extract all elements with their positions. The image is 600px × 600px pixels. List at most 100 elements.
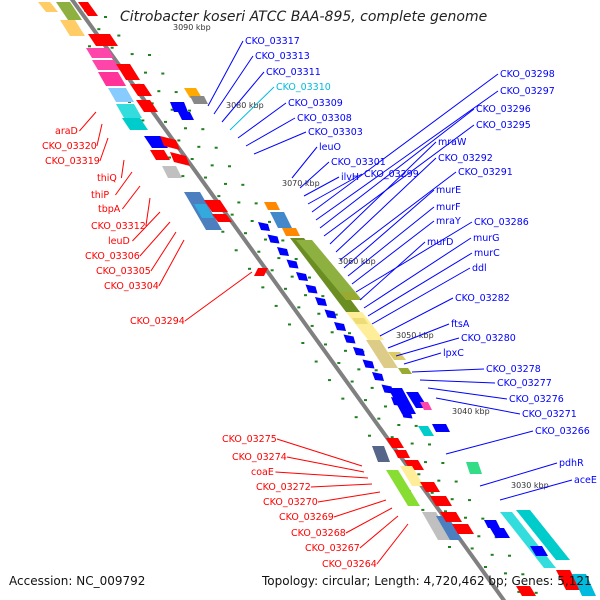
gc-dot [110, 46, 114, 49]
gc-dot [468, 499, 471, 502]
gc-dot [308, 276, 311, 279]
gene-label[interactable]: aceE [574, 475, 597, 486]
label-leader-line [315, 90, 499, 221]
gene-label[interactable]: CKO_03298 [500, 69, 555, 80]
gc-dot [337, 362, 341, 364]
label-leader-line [132, 211, 161, 242]
gc-dot [294, 258, 298, 260]
gene-feature [334, 322, 346, 331]
gene-feature [422, 512, 452, 540]
gc-dot [377, 417, 381, 420]
gene-label[interactable]: CKO_03304 [104, 281, 159, 292]
gc-dot [421, 508, 425, 511]
gene-label[interactable]: CKO_03264 [322, 559, 377, 570]
gene-feature [136, 100, 158, 112]
gene-label[interactable]: CKO_03277 [497, 378, 552, 389]
gene-label[interactable]: murD [427, 237, 454, 248]
gene-feature [324, 309, 337, 319]
gc-dot [341, 397, 345, 400]
gene-feature [122, 118, 148, 130]
gene-label[interactable]: CKO_03268 [291, 528, 346, 539]
gene-label[interactable]: araD [55, 126, 78, 137]
gene-label[interactable]: thiP [91, 190, 109, 201]
label-leader-line [213, 55, 254, 115]
label-leader-line [286, 456, 365, 473]
gene-feature [56, 2, 82, 20]
label-leader-line [363, 237, 472, 309]
gc-dot [437, 479, 441, 482]
gene-label[interactable]: CKO_03305 [96, 266, 151, 277]
gene-label[interactable]: murG [473, 233, 500, 244]
gene-label[interactable]: CKO_03272 [256, 482, 311, 493]
gene-label[interactable]: CKO_03276 [509, 394, 564, 405]
gene-label[interactable]: CKO_03266 [535, 426, 590, 437]
gene-label[interactable]: lpxC [443, 348, 464, 359]
gene-label[interactable]: CKO_03311 [266, 67, 321, 78]
gene-label[interactable]: CKO_03269 [279, 512, 334, 523]
gene-feature [162, 166, 182, 178]
gene-label[interactable]: CKO_03310 [276, 82, 331, 93]
gene-label[interactable]: CKO_03295 [476, 120, 531, 131]
label-leader-line [395, 337, 460, 357]
gene-feature [130, 84, 152, 96]
gene-label[interactable]: CKO_03294 [130, 316, 185, 327]
gene-label[interactable]: CKO_03297 [500, 86, 555, 97]
gene-feature [86, 48, 114, 58]
gene-label[interactable]: CKO_03291 [458, 167, 513, 178]
gene-label[interactable]: thiQ [97, 173, 117, 184]
gene-label[interactable]: CKO_03306 [85, 251, 140, 262]
gene-tracks [38, 0, 596, 600]
gene-label[interactable]: CKO_03286 [474, 217, 529, 228]
gene-feature [277, 247, 289, 256]
gene-label[interactable]: murC [474, 248, 500, 259]
gene-label[interactable]: CKO_03292 [438, 153, 493, 164]
gene-label[interactable]: CKO_03309 [288, 98, 343, 109]
gene-label[interactable]: murE [436, 185, 461, 196]
gene-label[interactable]: murF [436, 202, 461, 213]
gene-label[interactable]: CKO_03299 [364, 169, 419, 180]
gene-label[interactable]: CKO_03271 [522, 409, 577, 420]
gc-dot [324, 343, 327, 346]
gene-label[interactable]: mraY [436, 216, 461, 227]
gene-feature [98, 72, 126, 86]
gene-label[interactable]: ilvH [341, 172, 359, 183]
gene-label[interactable]: CKO_03320 [42, 141, 97, 152]
gene-label[interactable]: coaE [251, 467, 274, 478]
gene-label[interactable]: mraW [438, 137, 467, 148]
gene-label[interactable]: CKO_03296 [476, 104, 531, 115]
gene-feature [258, 222, 270, 231]
gc-dot [157, 90, 161, 93]
label-leader-line [479, 462, 558, 487]
gene-label[interactable]: tbpA [98, 204, 121, 215]
gene-label[interactable]: CKO_03319 [45, 156, 100, 167]
gene-label[interactable]: CKO_03308 [297, 113, 352, 124]
gene-label[interactable]: CKO_03312 [91, 221, 146, 232]
gene-label[interactable]: CKO_03270 [263, 497, 318, 508]
gene-feature [170, 152, 190, 166]
gc-dot [224, 182, 227, 185]
gene-feature [516, 586, 536, 596]
gene-label[interactable]: leuD [108, 236, 130, 247]
gene-label[interactable]: CKO_03282 [455, 293, 510, 304]
gene-label[interactable]: CKO_03301 [331, 157, 386, 168]
gene-label[interactable]: CKO_03303 [308, 127, 363, 138]
gene-feature [420, 482, 440, 492]
gene-feature [296, 240, 362, 300]
gc-dot [424, 461, 427, 464]
gene-label[interactable]: pdhR [559, 458, 584, 469]
gene-label[interactable]: ddl [472, 263, 487, 274]
gene-label[interactable]: leuO [319, 142, 341, 153]
gene-feature [436, 516, 462, 540]
gene-label[interactable]: CKO_03274 [232, 452, 287, 463]
gene-label[interactable]: CKO_03275 [222, 434, 277, 445]
gene-label[interactable]: CKO_03267 [305, 543, 360, 554]
gene-label[interactable]: ftsA [451, 319, 470, 330]
gc-dot [314, 360, 318, 363]
gene-feature [572, 574, 596, 596]
gene-label[interactable]: CKO_03280 [461, 333, 516, 344]
gene-label[interactable]: CKO_03278 [486, 364, 541, 375]
gene-label[interactable]: CKO_03313 [255, 51, 310, 62]
gene-label[interactable]: CKO_03317 [245, 36, 300, 47]
gc-dot [148, 54, 151, 56]
